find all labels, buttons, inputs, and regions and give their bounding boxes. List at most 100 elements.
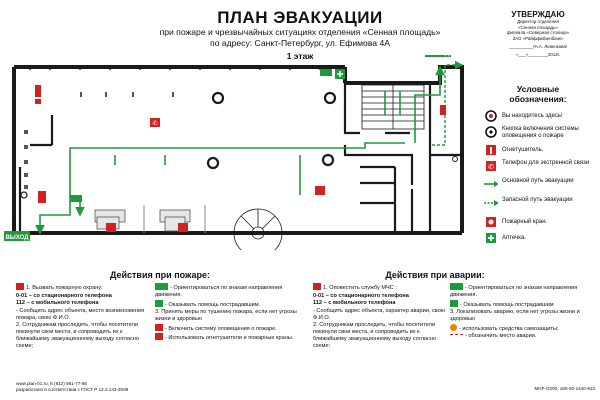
approval-line-1: Директор отделения — [517, 19, 559, 24]
emergency-action-line: 2. Сотрудникам проследить, чтобы посетит… — [313, 322, 436, 349]
protection-icon — [450, 323, 457, 331]
first-aid-icon — [155, 299, 163, 307]
reserve-route-arrow-icon — [484, 197, 498, 209]
emergency-phone-icon — [16, 283, 24, 290]
approval-line-3: филиала «Северная столица» — [506, 30, 570, 36]
legend-item-label: Огнетушитель. — [502, 147, 544, 153]
alarm-button-icon — [155, 323, 163, 331]
green-exit-signs — [70, 69, 332, 202]
subtitle-line-2: по адресу: Санкт-Петербург, ул. Ефимова … — [209, 38, 390, 48]
main-evacuation-route — [35, 65, 445, 235]
fire-action-line: - Использовать огнетушители и пожарные к… — [155, 333, 305, 342]
approval-signature: __________/Н.А. Левенкова/ — [508, 44, 568, 50]
alarm-button-icon — [20, 156, 458, 199]
spiral-staircase — [233, 208, 283, 250]
legend-item-label: Запасной путь эвакуации — [502, 197, 573, 203]
exit-label-left: ВЫХОД — [4, 231, 30, 241]
legend-item: Запасной путь эвакуации — [478, 197, 598, 213]
fire-action-line: 1. Вызвать пожарную охрану: — [16, 283, 154, 292]
fire-extinguisher-icon — [484, 144, 498, 156]
emergency-actions-col-2: - Ориентироваться по знакам направления … — [450, 283, 596, 341]
fire-action-line: 3. Принять меры по тушению пожара, если … — [155, 309, 297, 322]
fire-action-line: - Ориентироваться по знакам направления … — [155, 283, 283, 298]
fire-action-line: - Включить систему оповещения о пожаре. — [155, 323, 305, 333]
fire-extinguisher-icon — [35, 85, 446, 203]
footer-gost: разработано в соответствии с ГОСТ Р 12.2… — [16, 386, 129, 392]
fire-action-line: 2. Сотрудникам проследить, чтобы посетит… — [16, 322, 139, 349]
direction-sign-icon — [450, 283, 463, 290]
legend-item: Огнетушитель. — [478, 144, 598, 160]
fire-hydrant-icon — [35, 99, 41, 104]
subtitle-line-1: при пожаре и чрезвычайных ситуациях отде… — [159, 27, 441, 37]
emergency-actions-heading: Действия при аварии: — [385, 270, 485, 280]
fire-extinguisher-icon — [155, 333, 163, 340]
fire-action-line: - Сообщить адрес объекта, место возникно… — [16, 307, 145, 321]
fire-actions-col-2: - Ориентироваться по знакам направления … — [155, 283, 305, 343]
fire-actions-heading: Действия при пожаре: — [109, 270, 211, 280]
footer-site: www.plan-01.ru, 8 (812) 981-77-86 — [16, 381, 87, 386]
approval-line-4: ЗАО «Райффайзенбанк» — [512, 35, 564, 41]
floor-plan: ✆ ВЫХОД ВЫХОД — [4, 55, 464, 250]
emergency-action-line: 112 – с мобильного телефона — [313, 300, 396, 306]
first-aid-icon — [335, 69, 345, 79]
fire-actions-col-1: 1. Вызвать пожарную охрану: 0-01 – со ст… — [16, 283, 154, 351]
alarm-button-icon — [484, 126, 498, 138]
svg-text:✆: ✆ — [152, 120, 157, 127]
main-route-arrow-icon — [484, 178, 498, 190]
legend-item: Аптечка. — [478, 232, 598, 248]
page-title: ПЛАН ЭВАКУАЦИИ — [217, 8, 383, 27]
fire-hydrant-icon — [484, 216, 498, 228]
approval-block: УТВЕРЖДАЮ Директор отделения «Сенная пло… — [478, 10, 598, 58]
footer-code: МНF-G200, 180-20-1440-913 — [534, 386, 595, 391]
legend-item-label: Основной путь эвакуации — [502, 178, 574, 184]
approval-line-2: «Сенная площадь» — [518, 24, 558, 30]
legend-item: Кнопка включения системы оповещения о по… — [478, 126, 598, 142]
legend-items: Вы находитесь здесь! Кнопка включения си… — [478, 110, 598, 260]
emergency-action-line: 3. Локализовать аварию, если нет угрозы … — [450, 309, 580, 322]
page-subtitle: при пожаре и чрезвычайных ситуациях отде… — [120, 27, 480, 49]
first-aid-icon — [450, 299, 458, 307]
floor-label: 1 этаж — [286, 51, 314, 61]
svg-text:ВЫХОД: ВЫХОД — [427, 55, 451, 57]
danger-zone-line-icon — [450, 334, 463, 335]
fire-action-line: - Оказывать помощь пострадавшим. — [155, 299, 305, 309]
legend-item: ✆ Телефон для экстренной связи — [478, 160, 598, 176]
exit-label-right: ВЫХОД — [425, 55, 451, 57]
interior-walls — [18, 83, 462, 233]
legend: Условные обозначения: Вы находитесь здес… — [478, 84, 598, 260]
svg-text:ВЫХОД: ВЫХОД — [6, 235, 30, 241]
emergency-action-line: 0-01 – со стационарного телефона — [313, 292, 409, 299]
emergency-action-line: - Сообщить адрес объекта, характер авари… — [313, 307, 446, 321]
svg-text:✆: ✆ — [488, 164, 494, 171]
emergency-phone-icon: ✆ — [484, 160, 498, 172]
approval-date: «___»________2013г. — [516, 51, 560, 57]
window-marks — [29, 66, 441, 235]
reserve-evacuation-route — [432, 60, 464, 146]
emergency-action-line: - Оказывать помощь пострадавшим — [450, 299, 596, 309]
footer-left: www.plan-01.ru, 8 (812) 981-77-86 разраб… — [16, 381, 216, 392]
emergency-action-line: - Ориентироваться по знакам направления … — [450, 283, 578, 298]
partitions — [143, 205, 206, 233]
legend-title-line-1: Условные — [516, 84, 560, 94]
legend-item: Основной путь эвакуации — [478, 178, 598, 194]
legend-item: Вы находитесь здесь! — [478, 110, 598, 126]
legend-item-label: Кнопка включения системы оповещения о по… — [502, 126, 579, 139]
emergency-action-line: - обозначить место аварии. — [450, 333, 596, 340]
emergency-action-line: 1. Оповестить службу МЧС : — [313, 283, 451, 292]
approval-heading: УТВЕРЖДАЮ — [511, 10, 565, 19]
legend-item: Пожарный кран. — [478, 216, 598, 232]
emergency-phone-icon: ✆ — [106, 118, 325, 232]
first-aid-icon — [484, 232, 498, 244]
legend-item-label: Аптечка. — [502, 235, 526, 241]
legend-title: Условные обозначения: — [478, 84, 598, 104]
legend-item-label: Телефон для экстренной связи — [502, 160, 590, 166]
legend-item-label: Вы находитесь здесь! — [502, 113, 563, 119]
emergency-actions-col-1: 1. Оповестить службу МЧС : 0-01 – со ста… — [313, 283, 451, 351]
fire-action-line: 0-01 – со стационарного телефона — [16, 292, 112, 299]
legend-title-line-2: обозначения: — [509, 94, 567, 104]
staircase — [361, 84, 425, 130]
legend-item-label: Пожарный кран. — [502, 219, 548, 225]
you-are-here-icon — [484, 110, 498, 122]
emergency-action-line: - использовать средства самозащиты; — [450, 323, 596, 333]
emergency-phone-icon — [313, 283, 321, 290]
